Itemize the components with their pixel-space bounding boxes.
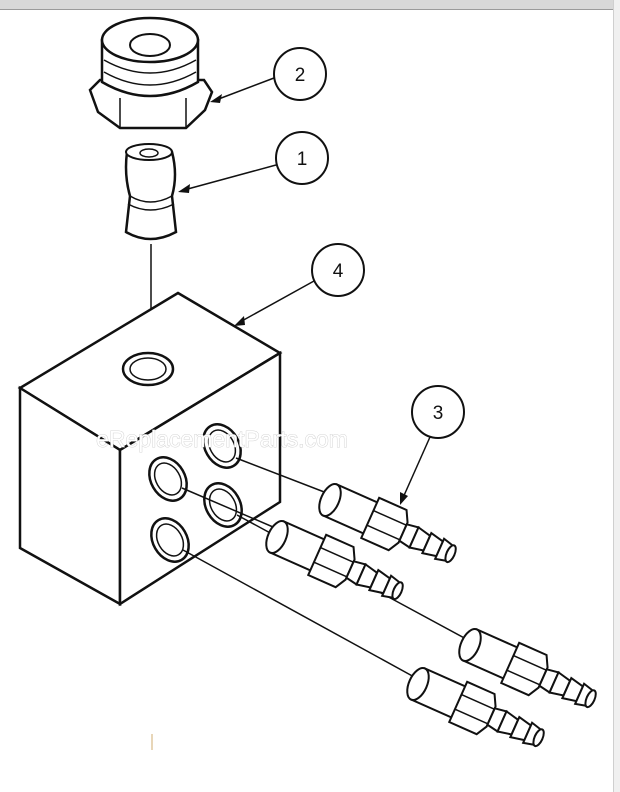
callout-1-label: 1 (297, 149, 308, 170)
callout-2-label: 2 (295, 65, 306, 86)
manifold-block-part (17, 291, 283, 607)
callout-3: 3 (400, 385, 465, 505)
callout-3-label: 3 (433, 403, 444, 424)
callout-4-label: 4 (333, 261, 344, 282)
callout-2: 2 (210, 47, 327, 103)
window-right-edge (613, 0, 620, 792)
ferrule-part (124, 143, 178, 241)
cap-nut-part (88, 16, 214, 130)
window-top-edge (0, 0, 620, 10)
watermark-text: eReplacementParts.com (96, 426, 348, 452)
callout-4: 4 (234, 243, 365, 326)
callout-1: 1 (178, 131, 329, 193)
